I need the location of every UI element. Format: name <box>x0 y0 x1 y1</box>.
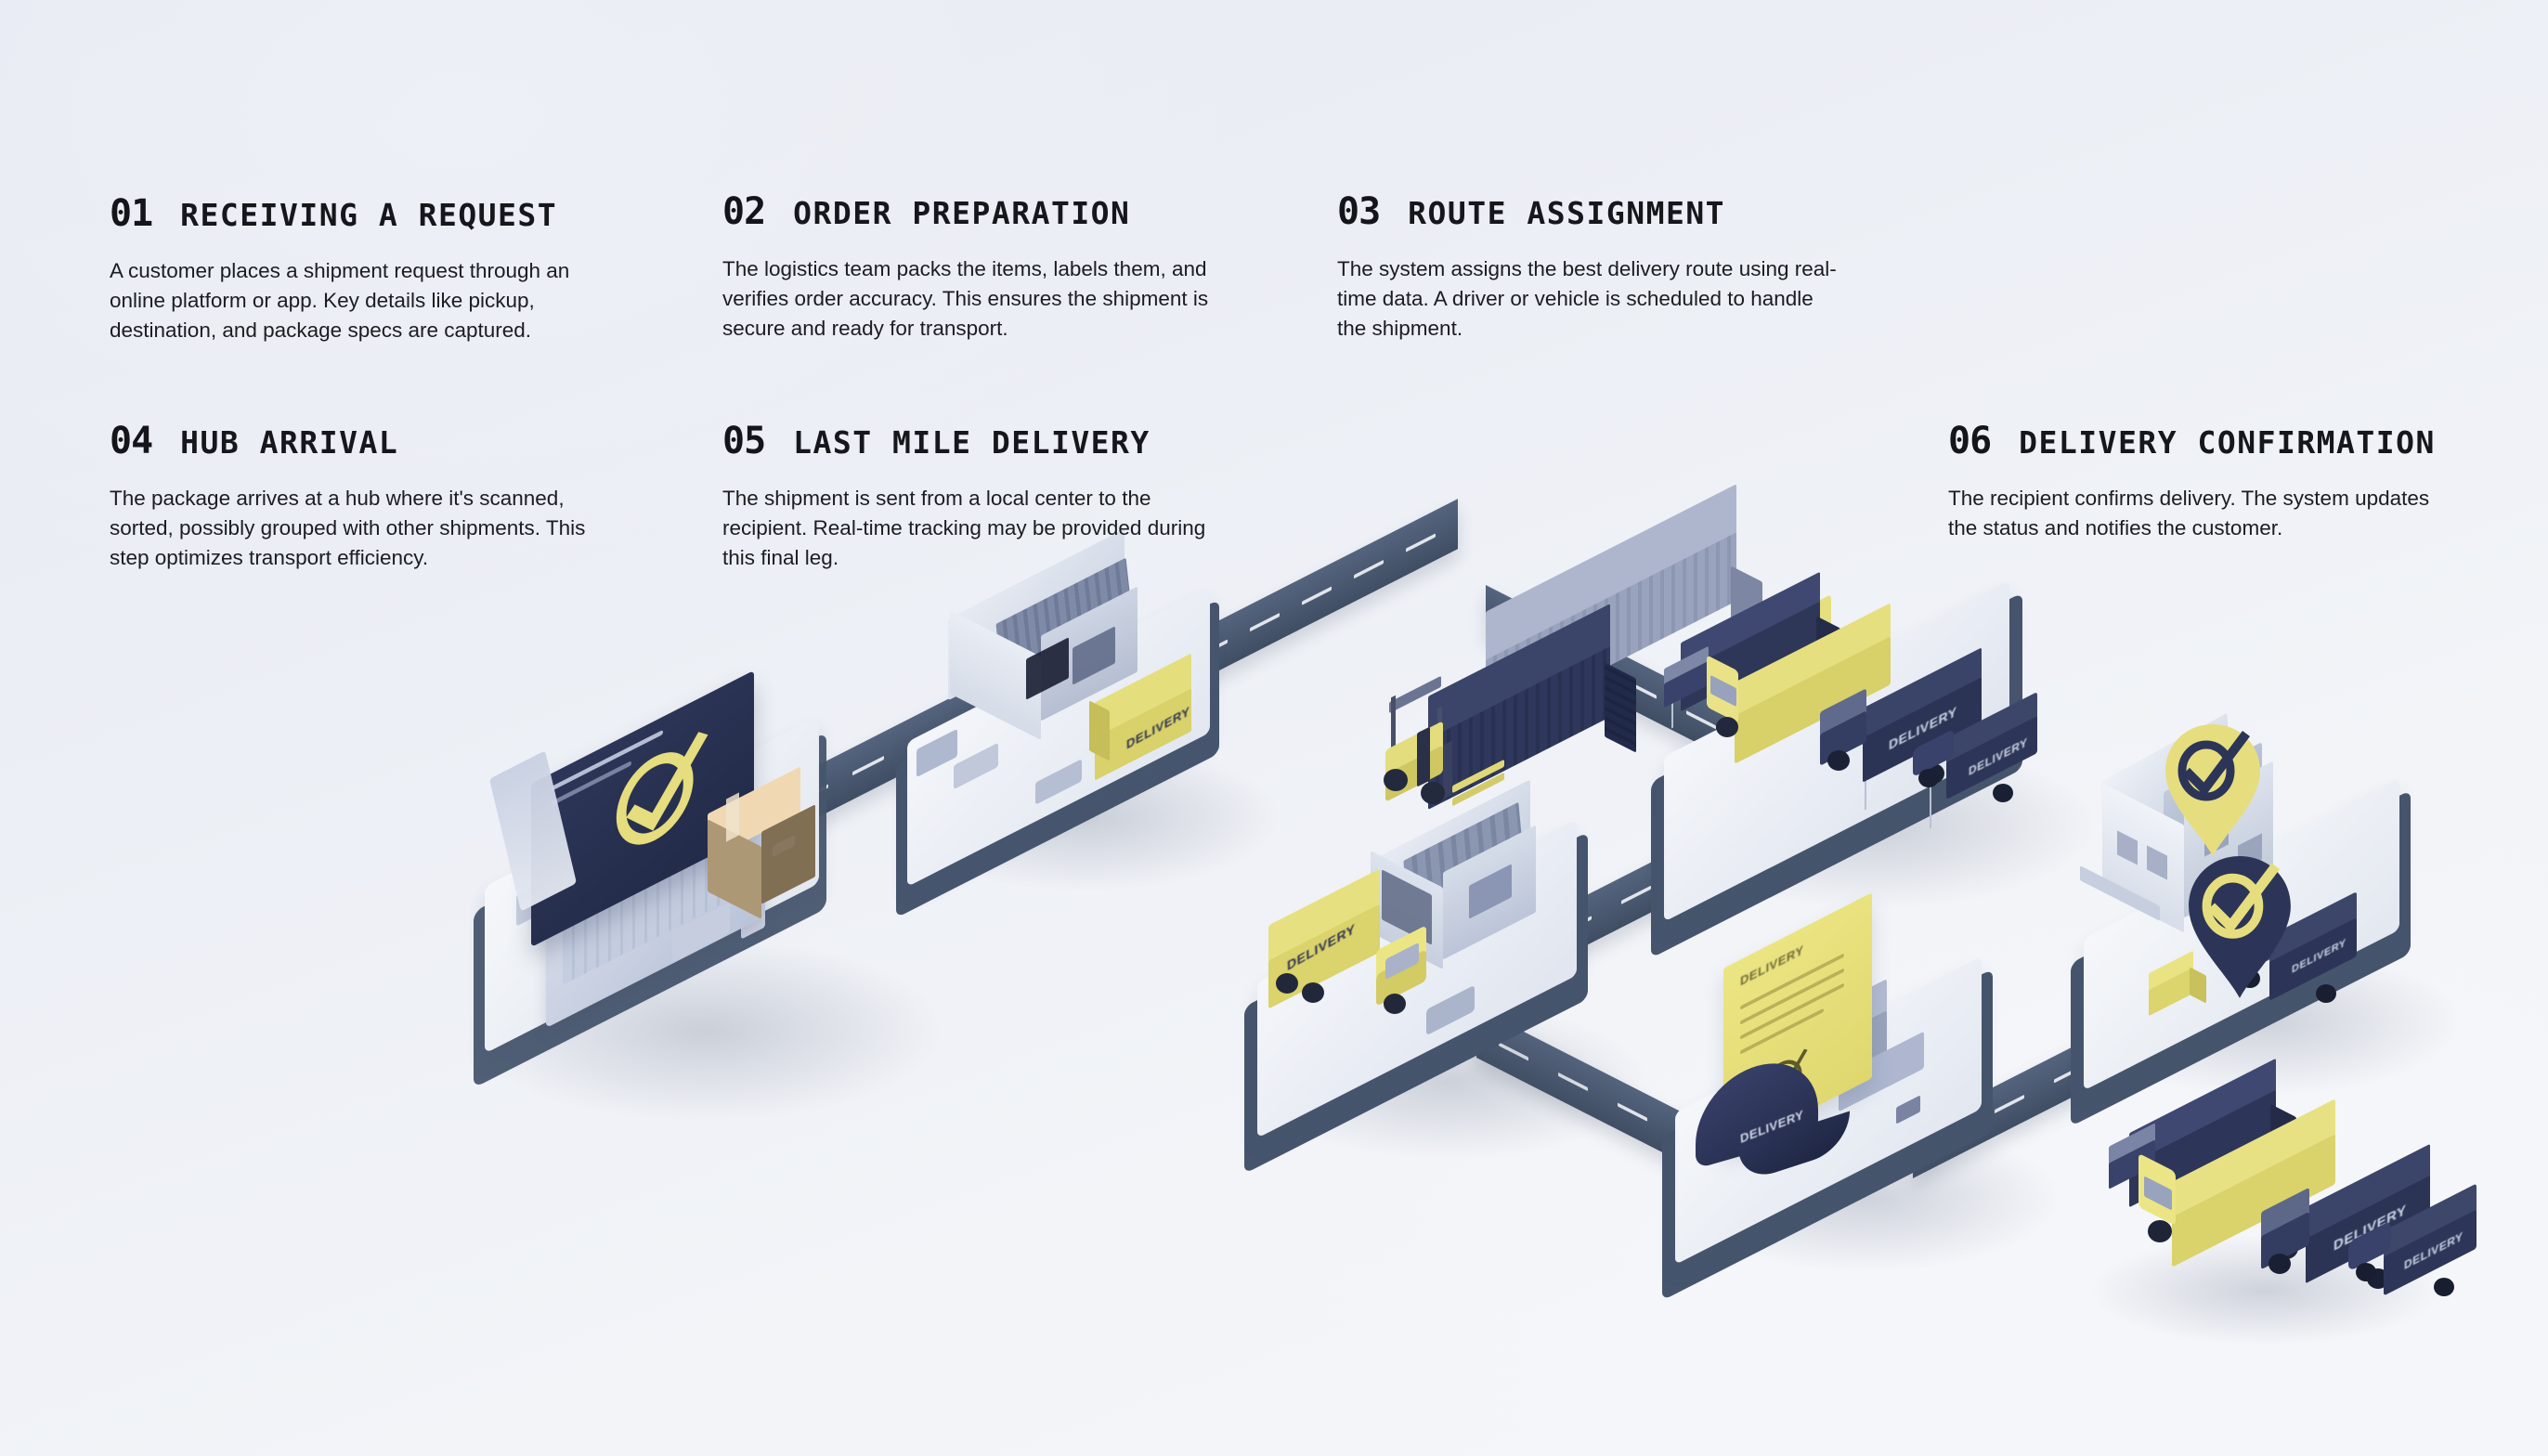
step-number: 01 <box>110 192 153 235</box>
step-heading: 04 HUB ARRIVAL <box>110 422 602 460</box>
step-block-02: 02 ORDER PREPARATION The logistics team … <box>722 193 1228 344</box>
vehicle-fleet-group: DELIVERY DELIVERY <box>2094 1058 2476 1319</box>
step-heading: 03 ROUTE ASSIGNMENT <box>1337 193 1843 230</box>
step-number: 06 <box>1948 420 1992 462</box>
step-heading: 05 LAST MILE DELIVERY <box>722 422 1215 460</box>
fleet-van: DELIVERY <box>2343 1183 2519 1328</box>
step-heading: 02 ORDER PREPARATION <box>722 193 1228 230</box>
step-description: The shipment is sent from a local center… <box>722 487 1206 569</box>
step-description: The recipient confirms delivery. The sys… <box>1948 487 2430 540</box>
hub-van: DELIVERY <box>1907 692 2074 826</box>
step-heading: 01 RECEIVING A REQUEST <box>110 195 602 232</box>
step-description: The package arrives at a hub where it's … <box>110 487 586 569</box>
step-description: The logistics team packs the items, labe… <box>722 257 1209 340</box>
step-description: A customer places a shipment request thr… <box>110 259 570 342</box>
step-block-06: 06 DELIVERY CONFIRMATION The recipient c… <box>1948 422 2440 543</box>
step-title: HUB ARRIVAL <box>180 424 399 461</box>
step-title: LAST MILE DELIVERY <box>793 424 1150 461</box>
step-block-03: 03 ROUTE ASSIGNMENT The system assigns t… <box>1337 193 1843 344</box>
step-heading: 06 DELIVERY CONFIRMATION <box>1948 422 2440 460</box>
step-block-01: 01 RECEIVING A REQUEST A customer places… <box>110 195 602 345</box>
step-title: ROUTE ASSIGNMENT <box>1408 195 1726 231</box>
platform-local-center: DELIVERY <box>1244 779 1634 1175</box>
step-block-05: 05 LAST MILE DELIVERY The shipment is se… <box>722 422 1215 573</box>
location-pin-check-icon-lower <box>2189 855 2291 998</box>
location-pin-check-icon-upper <box>2165 724 2260 856</box>
local-delivery-truck: DELIVERY <box>1259 868 1491 1036</box>
step-title: ORDER PREPARATION <box>793 195 1131 231</box>
check-circle-icon <box>616 732 708 845</box>
platform-receiving-request <box>474 670 864 1088</box>
step-number: 03 <box>1337 190 1381 233</box>
forklift <box>1372 650 1558 826</box>
step-title: RECEIVING A REQUEST <box>180 197 558 233</box>
platform-confirmation-doc: DELIVERY DELIVERY <box>1662 892 2034 1301</box>
step-number: 05 <box>722 420 766 462</box>
step-title: DELIVERY CONFIRMATION <box>2019 424 2436 461</box>
step-number: 02 <box>722 190 766 233</box>
laptop-screen <box>531 670 754 948</box>
platform-hub: DELIVERY DELIVERY <box>1651 571 2087 958</box>
step-number: 04 <box>110 420 153 462</box>
step-block-04: 04 HUB ARRIVAL The package arrives at a … <box>110 422 602 573</box>
step-description: The system assigns the best delivery rou… <box>1337 257 1837 340</box>
